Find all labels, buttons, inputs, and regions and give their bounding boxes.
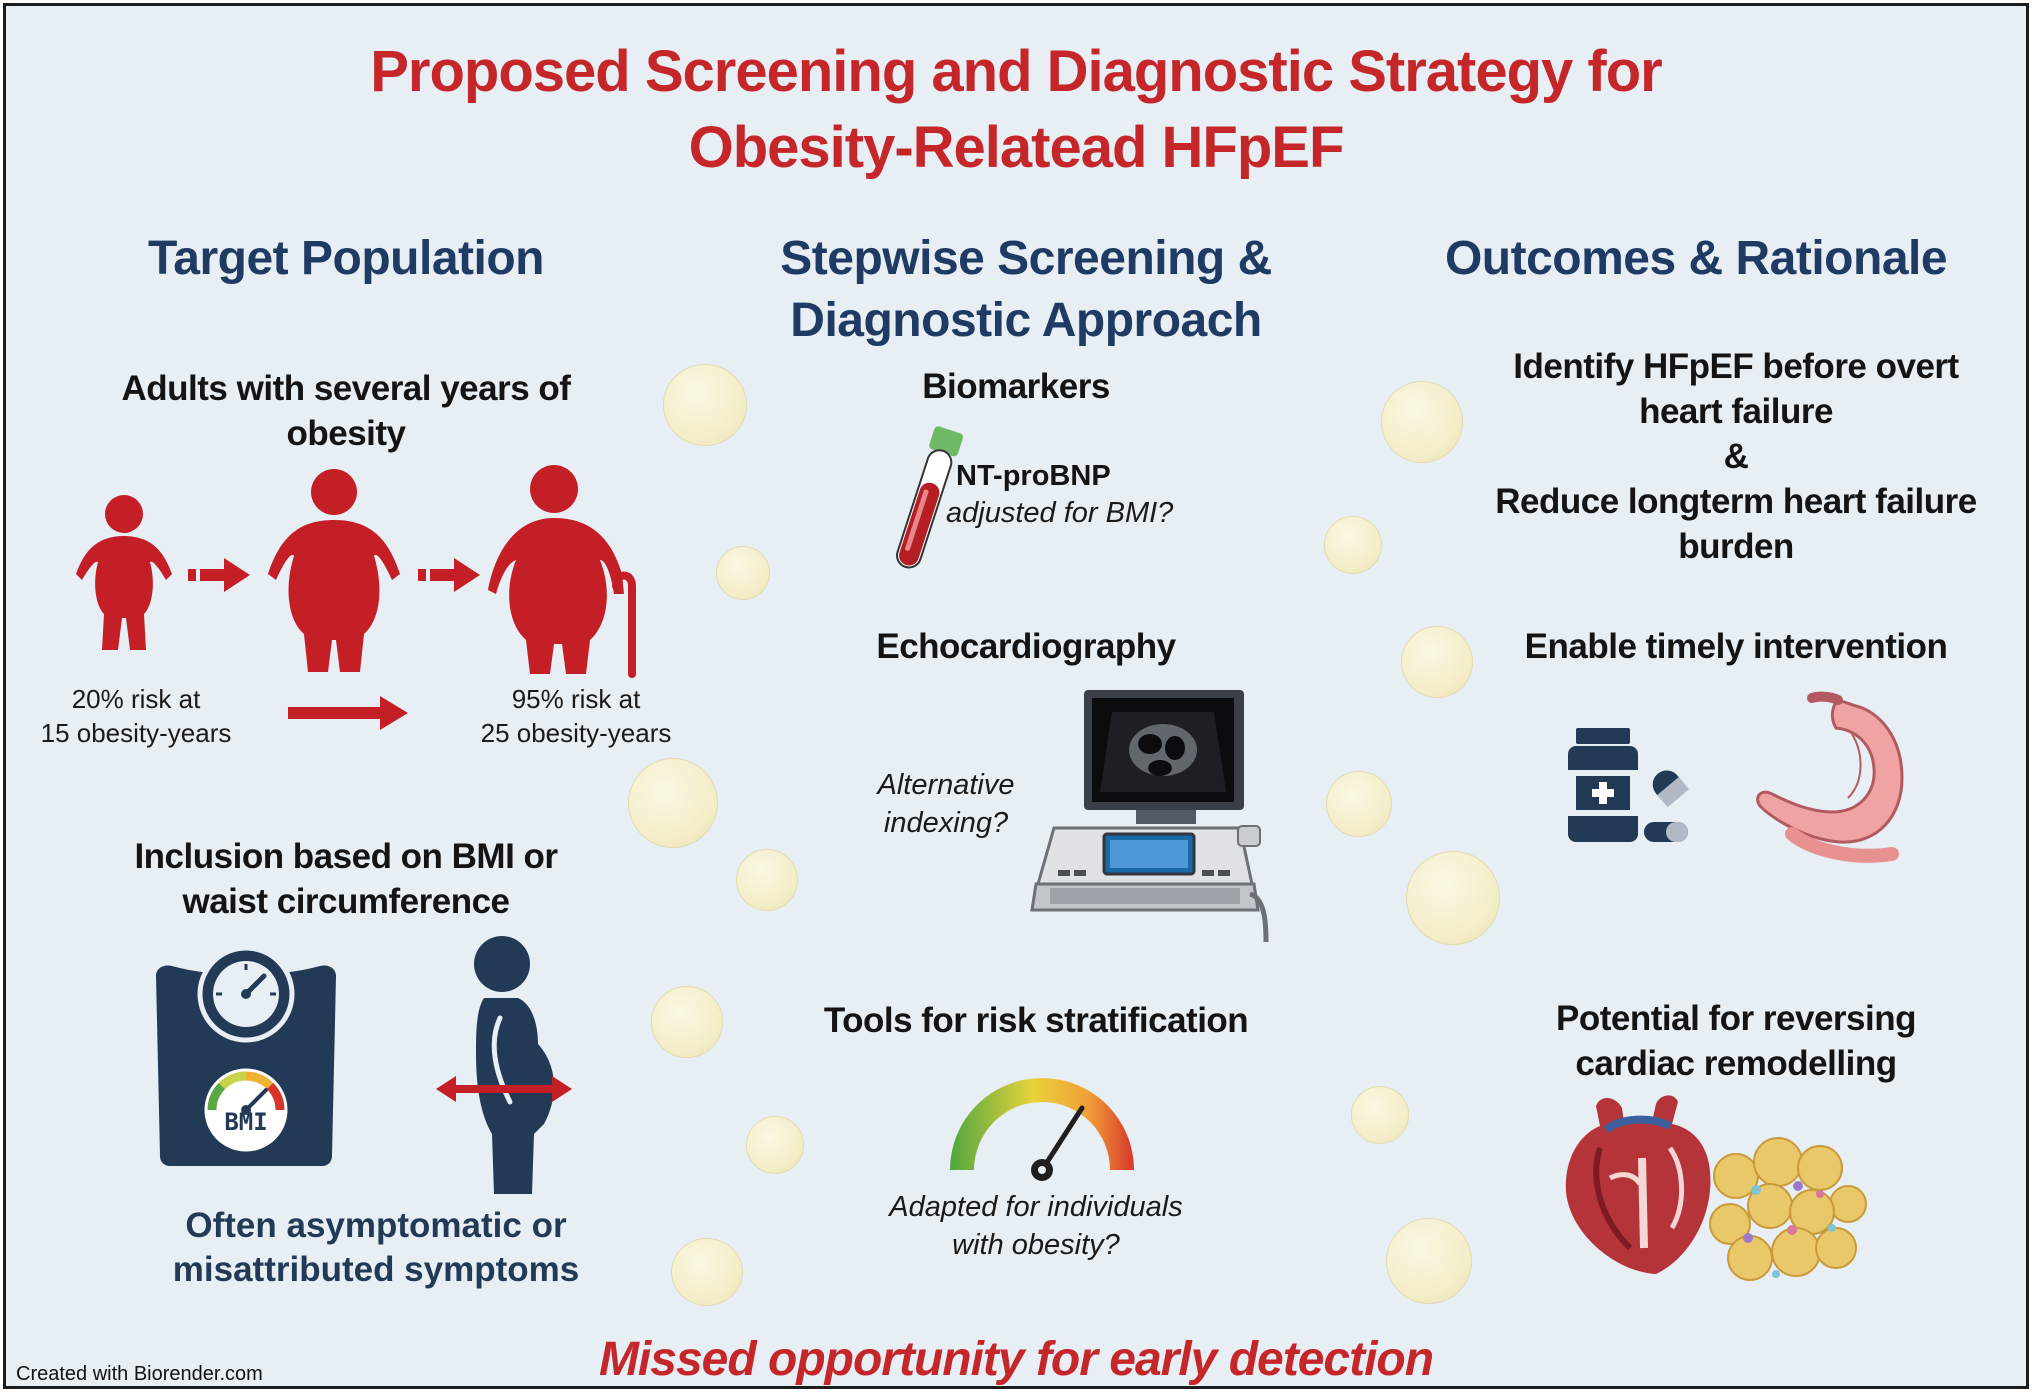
bmi-label: BMI — [224, 1108, 268, 1136]
reduce-line-2: burden — [1678, 527, 1794, 566]
fat-cell-bubble — [1324, 516, 1382, 574]
adjusted-label: adjusted for BMI? — [946, 497, 1174, 529]
tools-heading: Tools for risk stratification — [823, 1001, 1249, 1040]
identify-line-2: heart failure — [1639, 392, 1833, 431]
adapted-line-1: Adapted for individuals — [889, 1191, 1183, 1223]
fat-cell-bubble — [716, 546, 770, 600]
alt-line-2: indexing? — [883, 807, 1009, 839]
fat-cell-bubble — [1401, 626, 1473, 698]
person-child-icon — [76, 495, 172, 650]
waist-silhouette-icon — [436, 936, 572, 1194]
risk-right-label: 95% risk at 25 obesity-years — [446, 682, 706, 750]
infographic-frame: Proposed Screening and Diagnostic Strate… — [3, 3, 2029, 1389]
asymptomatic-line-2: misattributed symptoms — [172, 1250, 580, 1289]
person-obese-icon — [268, 469, 400, 672]
target-population-heading: Target Population — [148, 232, 544, 285]
biorender-credit: Created with Biorender.com — [16, 1363, 263, 1385]
pill-bottle-icon — [1568, 728, 1690, 842]
fat-cell-bubble — [1381, 381, 1463, 463]
adapted-label: Adapted for individuals with obesity? — [806, 1188, 1266, 1264]
fat-cell-bubble — [746, 1116, 804, 1174]
echo-heading: Echocardiography — [876, 627, 1176, 666]
ntprobnp-label: NT-proBNP — [956, 460, 1111, 492]
inclusion-line-2: waist circumference — [182, 882, 510, 921]
person-elderly-cane-icon — [488, 465, 636, 678]
title-line-1: Proposed Screening and Diagnostic Strate… — [370, 39, 1662, 104]
risk-right-line-1: 95% risk at — [511, 684, 641, 714]
risk-gauge-icon — [950, 1078, 1134, 1181]
adapted-line-2: with obesity? — [952, 1229, 1120, 1261]
outcomes-heading: Outcomes & Rationale — [1444, 232, 1948, 285]
adults-line-1: Adults with several years of — [121, 369, 571, 408]
arrow-right-icon — [188, 558, 250, 592]
adults-heading: Adults with several years of obesity — [66, 366, 626, 456]
stepwise-heading: Stepwise Screening & Diagnostic Approach — [726, 228, 1326, 352]
alt-line-1: Alternative — [877, 769, 1015, 801]
fat-cell-bubble — [651, 986, 723, 1058]
bmi-gauge-icon — [201, 1065, 291, 1155]
fat-cell-bubble — [628, 758, 718, 848]
fat-cell-bubble — [671, 1238, 743, 1306]
adipose-tissue-icon — [1709, 1137, 1867, 1281]
fat-cell-bubble — [1386, 1218, 1472, 1304]
page-title: Proposed Screening and Diagnostic Strate… — [6, 34, 2026, 186]
identify-amp: & — [1723, 437, 1749, 476]
footer-message: Missed opportunity for early detection — [598, 1333, 1434, 1386]
fat-cell-bubble — [1406, 851, 1500, 945]
stepwise-heading-line-1: Stepwise Screening & — [780, 232, 1272, 285]
arrow-right-icon — [288, 696, 408, 730]
asymptomatic-note: Often asymptomatic or misattributed symp… — [126, 1204, 626, 1292]
timely-heading: Enable timely intervention — [1524, 627, 1948, 666]
inclusion-heading: Inclusion based on BMI or waist circumfe… — [66, 834, 626, 924]
ultrasound-machine-icon — [1030, 690, 1269, 943]
asymptomatic-line-1: Often asymptomatic or — [185, 1206, 567, 1245]
alternative-indexing-label: Alternative indexing? — [846, 766, 1046, 842]
risk-right-line-2: 25 obesity-years — [480, 718, 672, 748]
heart-icon — [1565, 1095, 1711, 1274]
fat-cell-bubble — [736, 849, 798, 911]
fat-cell-bubble — [1326, 771, 1392, 837]
stepwise-heading-line-2: Diagnostic Approach — [790, 294, 1262, 347]
fat-cell-bubble — [663, 364, 747, 446]
adults-line-2: obesity — [286, 414, 406, 453]
identify-block: Identify HFpEF before overt heart failur… — [1446, 344, 2026, 569]
reduce-line-1: Reduce longterm heart failure — [1495, 482, 1977, 521]
inclusion-line-1: Inclusion based on BMI or — [134, 837, 558, 876]
potential-heading: Potential for reversing cardiac remodell… — [1486, 996, 1986, 1086]
arrow-right-icon — [418, 558, 480, 592]
identify-line-1: Identify HFpEF before overt — [1513, 347, 1959, 386]
risk-left-line-1: 20% risk at — [71, 684, 201, 714]
fat-cell-bubble — [1351, 1086, 1409, 1144]
blood-tube-icon — [896, 426, 964, 569]
stomach-icon — [1756, 691, 1904, 863]
risk-left-line-2: 15 obesity-years — [40, 718, 232, 748]
biomarkers-heading: Biomarkers — [922, 367, 1110, 406]
potential-line-1: Potential for reversing — [1556, 999, 1916, 1038]
title-line-2: Obesity-Relatead HFpEF — [688, 115, 1345, 180]
potential-line-2: cardiac remodelling — [1575, 1044, 1897, 1083]
risk-left-label: 20% risk at 15 obesity-years — [16, 682, 256, 750]
